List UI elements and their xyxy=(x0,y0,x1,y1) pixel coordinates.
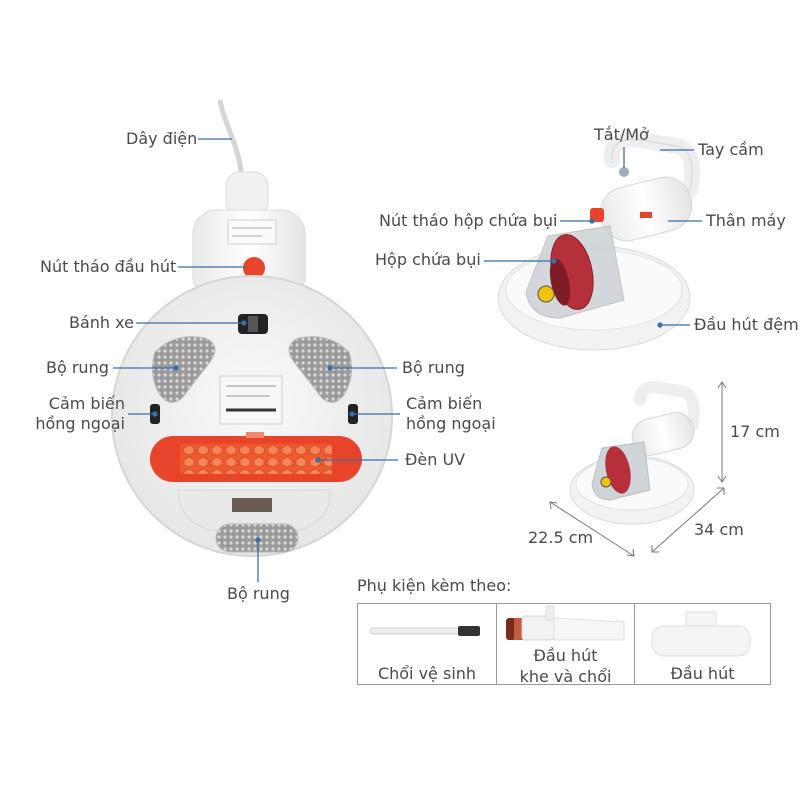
bottom-sticker xyxy=(219,375,283,425)
label-wheel: Bánh xe xyxy=(69,313,134,332)
label-vibrator-left: Bộ rung xyxy=(46,358,109,377)
accessory-illustrations xyxy=(369,605,751,657)
accessory-label: Đầu hút xyxy=(670,664,735,683)
crevice-brush-tool xyxy=(506,618,516,640)
right-leader-lines xyxy=(484,147,702,328)
label-vibrator-right: Bộ rung xyxy=(402,358,465,377)
dimension-view xyxy=(569,381,700,525)
bin-release-button xyxy=(590,208,604,222)
label-ir-sensor-right-line2: hồng ngoại xyxy=(406,414,496,433)
label-power-button: Tắt/Mở xyxy=(594,125,649,144)
label-uv-lamp: Đèn UV xyxy=(405,450,466,469)
label-ir-sensor-left-line2: hồng ngoại xyxy=(35,414,125,433)
dimension-width: 22.5 cm xyxy=(528,528,594,547)
label-ir-sensor-right: Cảm biến hồng ngoại xyxy=(406,394,496,434)
head-release-button xyxy=(243,257,265,279)
label-ir-sensor-right-line1: Cảm biến xyxy=(406,394,483,413)
label-bin-release-button: Nút tháo hộp chứa bụi xyxy=(379,211,558,230)
label-handle: Tay cầm xyxy=(698,140,764,159)
label-cord: Dây điện xyxy=(126,129,198,148)
label-mattress-head: Đầu hút đệm xyxy=(694,315,799,334)
accessory-label-line1: Đầu hút xyxy=(533,646,598,665)
accessory-cell: Chổi vệ sinh xyxy=(358,604,496,684)
vibrator-pad-right xyxy=(288,336,353,403)
label-head-release-button: Nút tháo đầu hút xyxy=(40,257,177,276)
label-body: Thân máy xyxy=(706,211,786,230)
label-ir-sensor-left: Cảm biến hồng ngoại xyxy=(10,394,125,434)
vibrator-pad-left xyxy=(151,336,216,403)
side-view xyxy=(497,131,701,351)
uv-lamp-grid xyxy=(180,444,332,474)
label-vibrator-bottom: Bộ rung xyxy=(227,584,290,603)
bottom-view xyxy=(111,99,393,557)
label-ir-sensor-left-line1: Cảm biến xyxy=(48,394,125,413)
label-dust-bin: Hộp chứa bụi xyxy=(375,250,481,269)
accessories-title: Phụ kiện kèm theo: xyxy=(357,576,512,595)
dimension-length: 34 cm xyxy=(694,520,744,539)
left-leader-lines xyxy=(113,138,400,582)
dimension-lines xyxy=(549,381,727,557)
accessory-cell: Đầu hút xyxy=(634,604,770,684)
dimension-height: 17 cm xyxy=(730,422,780,441)
accessories-table: Chổi vệ sinh Đầu hút khe và chổi Đầu hút xyxy=(357,603,771,686)
power-button xyxy=(619,167,629,177)
accessory-label-line2: khe và chổi xyxy=(519,667,612,686)
accessory-cell: Đầu hút khe và chổi xyxy=(496,604,634,686)
neck-sticker xyxy=(227,219,277,245)
handle-slot xyxy=(232,498,272,512)
accessory-label: Chổi vệ sinh xyxy=(377,664,477,683)
